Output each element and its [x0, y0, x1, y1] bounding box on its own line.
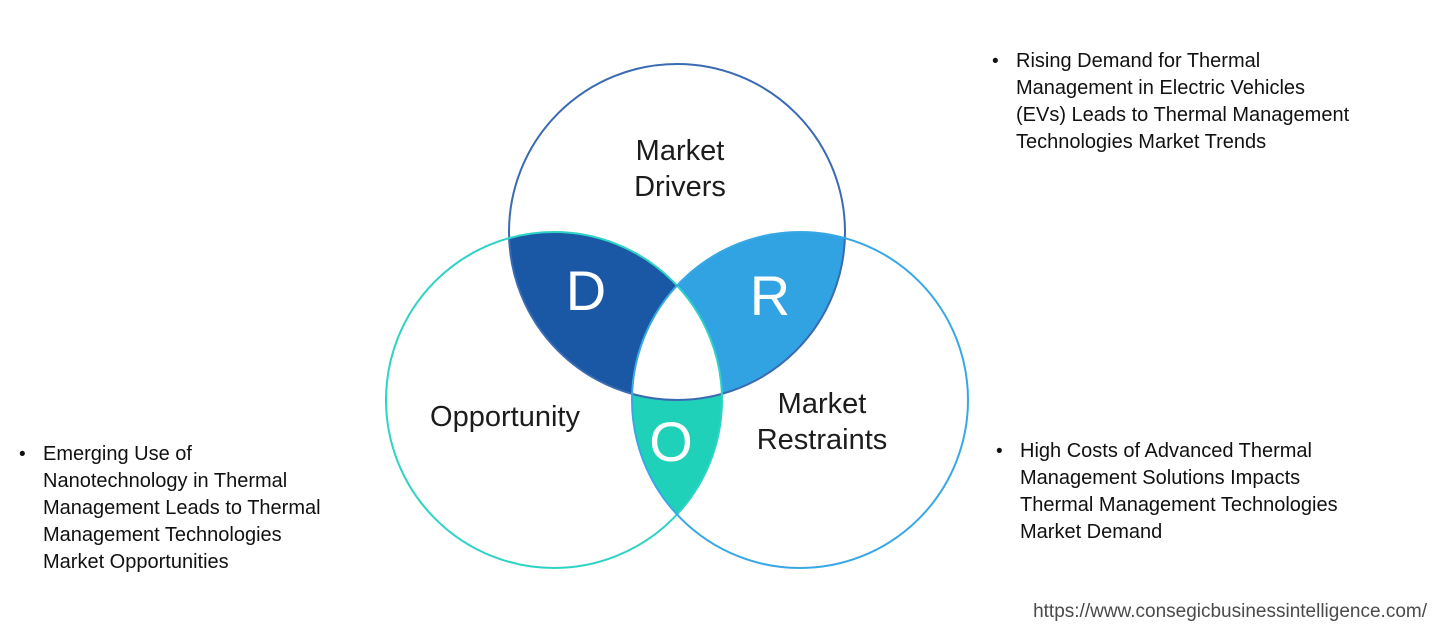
bullet-icon: • [992, 51, 999, 72]
trends-bullet: • Rising Demand for Thermal Management i… [992, 48, 1422, 156]
opportunities-bullet-text: Emerging Use of Nanotechnology in Therma… [43, 443, 321, 573]
restraints-circle [631, 231, 969, 569]
opportunity-letter: O [649, 410, 693, 473]
drivers-letter: D [565, 259, 607, 322]
trends-bullet-text: Rising Demand for Thermal Management in … [1016, 50, 1350, 153]
market-drivers-label: Market Drivers [634, 135, 726, 203]
bullet-icon: • [996, 441, 1003, 462]
drivers-circle [508, 63, 846, 401]
opportunity-label: Opportunity [430, 401, 580, 433]
source-url-link[interactable]: https://www.consegicbusinessintelligence… [1033, 601, 1427, 622]
opportunities-bullet: • Emerging Use of Nanotechnology in Ther… [19, 441, 389, 576]
demand-bullet-text: High Costs of Advanced Thermal Managemen… [1020, 440, 1338, 543]
opportunity-circle [385, 231, 723, 569]
demand-bullet: • High Costs of Advanced Thermal Managem… [996, 438, 1426, 546]
bullet-icon: • [19, 444, 26, 465]
restraints-letter: R [749, 264, 791, 327]
market-restraints-label: Market Restraints [756, 388, 888, 456]
drivers-restraints-overlap [632, 232, 845, 400]
drivers-opportunity-overlap [509, 232, 722, 400]
